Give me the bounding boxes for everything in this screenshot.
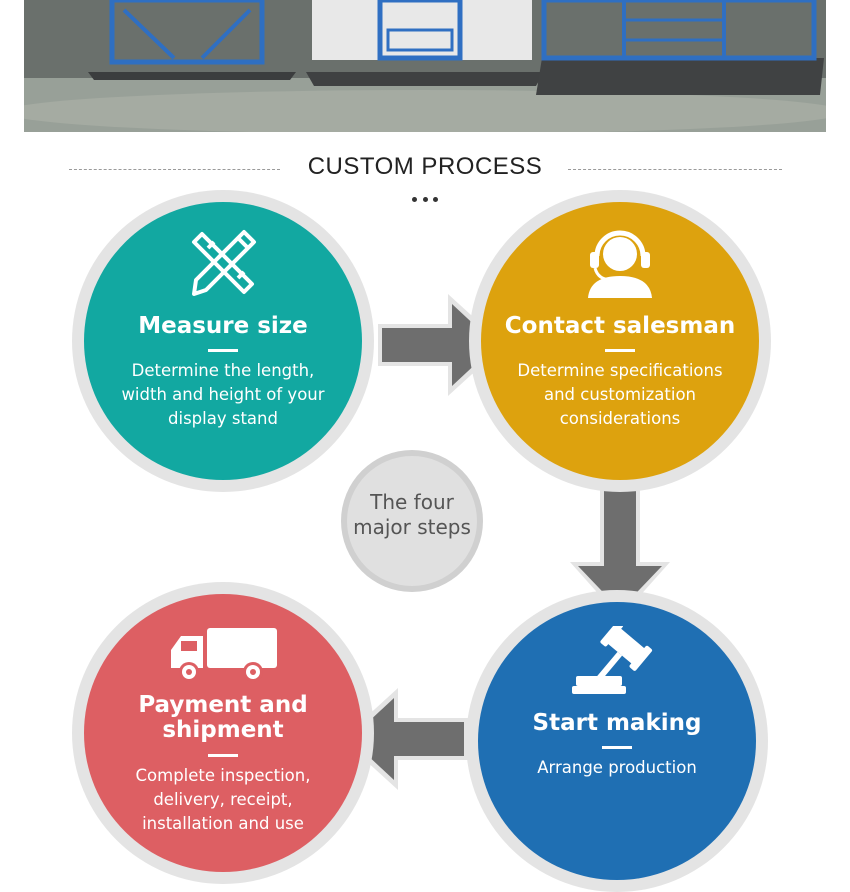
title-underline xyxy=(605,349,635,352)
arrow-down-icon xyxy=(570,490,670,618)
title-underline xyxy=(208,754,238,757)
gavel-icon xyxy=(572,626,653,694)
step-measure-size: Measure size Determine the length, width… xyxy=(84,202,362,480)
step-description: Arrange production xyxy=(537,758,697,777)
truck-icon xyxy=(171,628,277,682)
step-description: Determine specifications and customizati… xyxy=(517,361,723,428)
ruler-pencil-icon xyxy=(192,230,256,296)
step-title: Contact salesman xyxy=(504,313,736,339)
step-title: Start making xyxy=(532,710,702,736)
center-label: The four major steps xyxy=(347,456,477,586)
product-photo xyxy=(24,0,826,132)
title-underline xyxy=(602,746,632,749)
step-contact-salesman: Contact salesman Determine specification… xyxy=(481,202,759,480)
step-start-making: Start making Arrange production xyxy=(478,602,756,880)
header-rule-left xyxy=(69,169,280,170)
ellipsis-dots xyxy=(412,197,438,205)
section-title: CUSTOM PROCESS xyxy=(307,153,543,180)
step-title: Payment and shipment xyxy=(138,692,308,743)
headset-support-icon xyxy=(588,230,652,298)
step-description: Determine the length, width and height o… xyxy=(121,361,325,428)
display-stands-illustration xyxy=(24,0,826,132)
header-rule-right xyxy=(568,169,782,170)
title-underline xyxy=(208,349,238,352)
section-header: CUSTOM PROCESS xyxy=(0,150,850,190)
step-description: Complete inspection, delivery, receipt, … xyxy=(135,766,311,833)
step-payment-shipment: Payment and shipment Complete inspection… xyxy=(84,594,362,872)
arrow-left-icon xyxy=(342,688,468,790)
step-title: Measure size xyxy=(138,313,308,339)
